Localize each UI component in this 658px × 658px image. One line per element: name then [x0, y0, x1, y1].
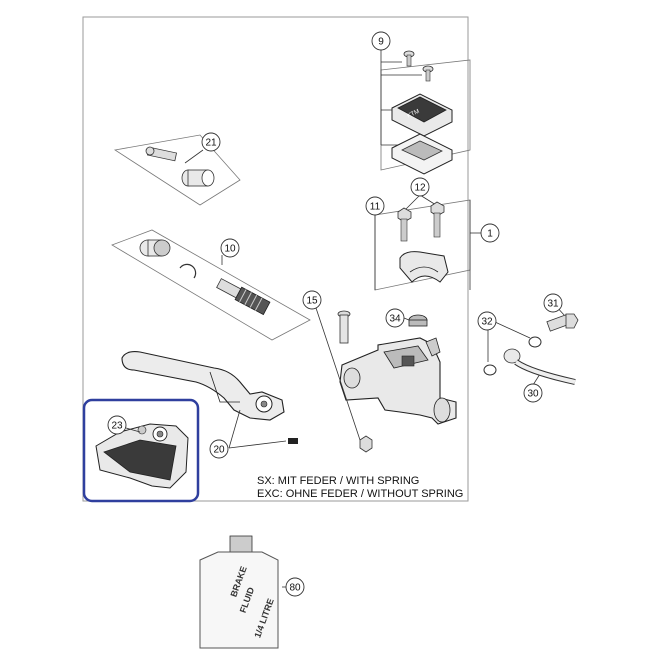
- part-group-11-12: [374, 194, 481, 291]
- group-21-outline: [113, 134, 241, 206]
- part-group-9: KTM: [380, 50, 471, 175]
- leader-12: [404, 194, 421, 211]
- svg-text:21: 21: [205, 138, 217, 149]
- svg-text:30: 30: [527, 389, 539, 400]
- callout-20[interactable]: 20: [209, 439, 229, 459]
- banjo-bolt-icon: [546, 313, 579, 332]
- diagram-frame: [82, 16, 469, 502]
- screw-icon: [403, 50, 415, 67]
- leader-23: [125, 427, 141, 433]
- callout-80[interactable]: 80: [285, 577, 305, 597]
- leader-32: [494, 321, 531, 339]
- circlip-icon: [179, 263, 197, 279]
- callout-15[interactable]: 15: [302, 290, 322, 310]
- svg-text:12: 12: [414, 183, 426, 194]
- leader-12-b: [419, 194, 437, 206]
- bolt-icon: [397, 207, 412, 242]
- bottle-cap-icon: [229, 535, 253, 553]
- svg-text:11: 11: [370, 202, 381, 213]
- screw-icon: [422, 65, 434, 82]
- callout-32[interactable]: 32: [477, 311, 497, 331]
- callout-10[interactable]: 10: [220, 238, 240, 258]
- pin-icon: [145, 146, 178, 162]
- callout-1[interactable]: 1: [480, 223, 500, 243]
- diaphragm-icon: [391, 133, 453, 175]
- svg-text:80: 80: [289, 583, 301, 594]
- svg-text:1: 1: [487, 229, 493, 240]
- part-group-1-body: [315, 200, 471, 453]
- piston-icon: [216, 278, 271, 316]
- callout-21[interactable]: 21: [201, 132, 221, 152]
- leader-15: [315, 307, 361, 441]
- leader-34: [403, 317, 410, 321]
- spring-marker-icon: [288, 438, 298, 444]
- clamp-icon: [399, 251, 449, 283]
- highlight-box-part-23[interactable]: [82, 398, 200, 503]
- cup-seal-icon: [139, 239, 171, 257]
- callout-12[interactable]: 12: [410, 177, 430, 197]
- svg-text:34: 34: [389, 314, 401, 325]
- leader-20: [228, 409, 241, 449]
- bolt-icon: [430, 201, 445, 238]
- callout-9[interactable]: 9: [371, 31, 391, 51]
- callout-23[interactable]: 23: [107, 415, 127, 435]
- callout-34[interactable]: 34: [385, 308, 405, 328]
- bushing-icon: [181, 169, 215, 187]
- nut-icon: [359, 435, 373, 453]
- svg-text:31: 31: [547, 299, 559, 310]
- svg-text:9: 9: [378, 37, 384, 48]
- callout-30[interactable]: 30: [523, 383, 543, 403]
- svg-text:23: 23: [111, 421, 123, 432]
- callout-31[interactable]: 31: [543, 293, 563, 313]
- brake-hose-icon: [503, 348, 576, 385]
- svg-text:20: 20: [213, 445, 225, 456]
- part-group-10: [111, 229, 311, 341]
- callout-11[interactable]: 11: [365, 196, 385, 216]
- note-exc: EXC: OHNE FEDER / WITHOUT SPRING: [257, 488, 463, 500]
- part-group-21: [113, 134, 241, 206]
- group-10-outline: [111, 229, 311, 341]
- brake-lever: [121, 351, 285, 421]
- washer-icon: [528, 336, 542, 348]
- leader-30: [532, 373, 541, 386]
- pivot-bolt-icon: [337, 310, 351, 344]
- svg-text:15: 15: [306, 296, 318, 307]
- part-group-30-32: [483, 304, 579, 386]
- plug-icon: [408, 314, 428, 327]
- master-cylinder-icon: [339, 337, 457, 425]
- brake-fluid-bottle: BRAKE FLUID 1/4 LITRE: [199, 535, 279, 649]
- leader-21: [184, 149, 204, 164]
- svg-text:KTM: KTM: [406, 109, 420, 120]
- adjuster-part-23: [95, 423, 189, 489]
- reservoir-cap-icon: KTM: [391, 93, 453, 137]
- washer-icon: [483, 364, 497, 376]
- note-sx: SX: MIT FEDER / WITH SPRING: [257, 475, 419, 487]
- svg-text:32: 32: [481, 317, 493, 328]
- leader-20-b: [228, 440, 287, 449]
- svg-text:10: 10: [224, 244, 236, 255]
